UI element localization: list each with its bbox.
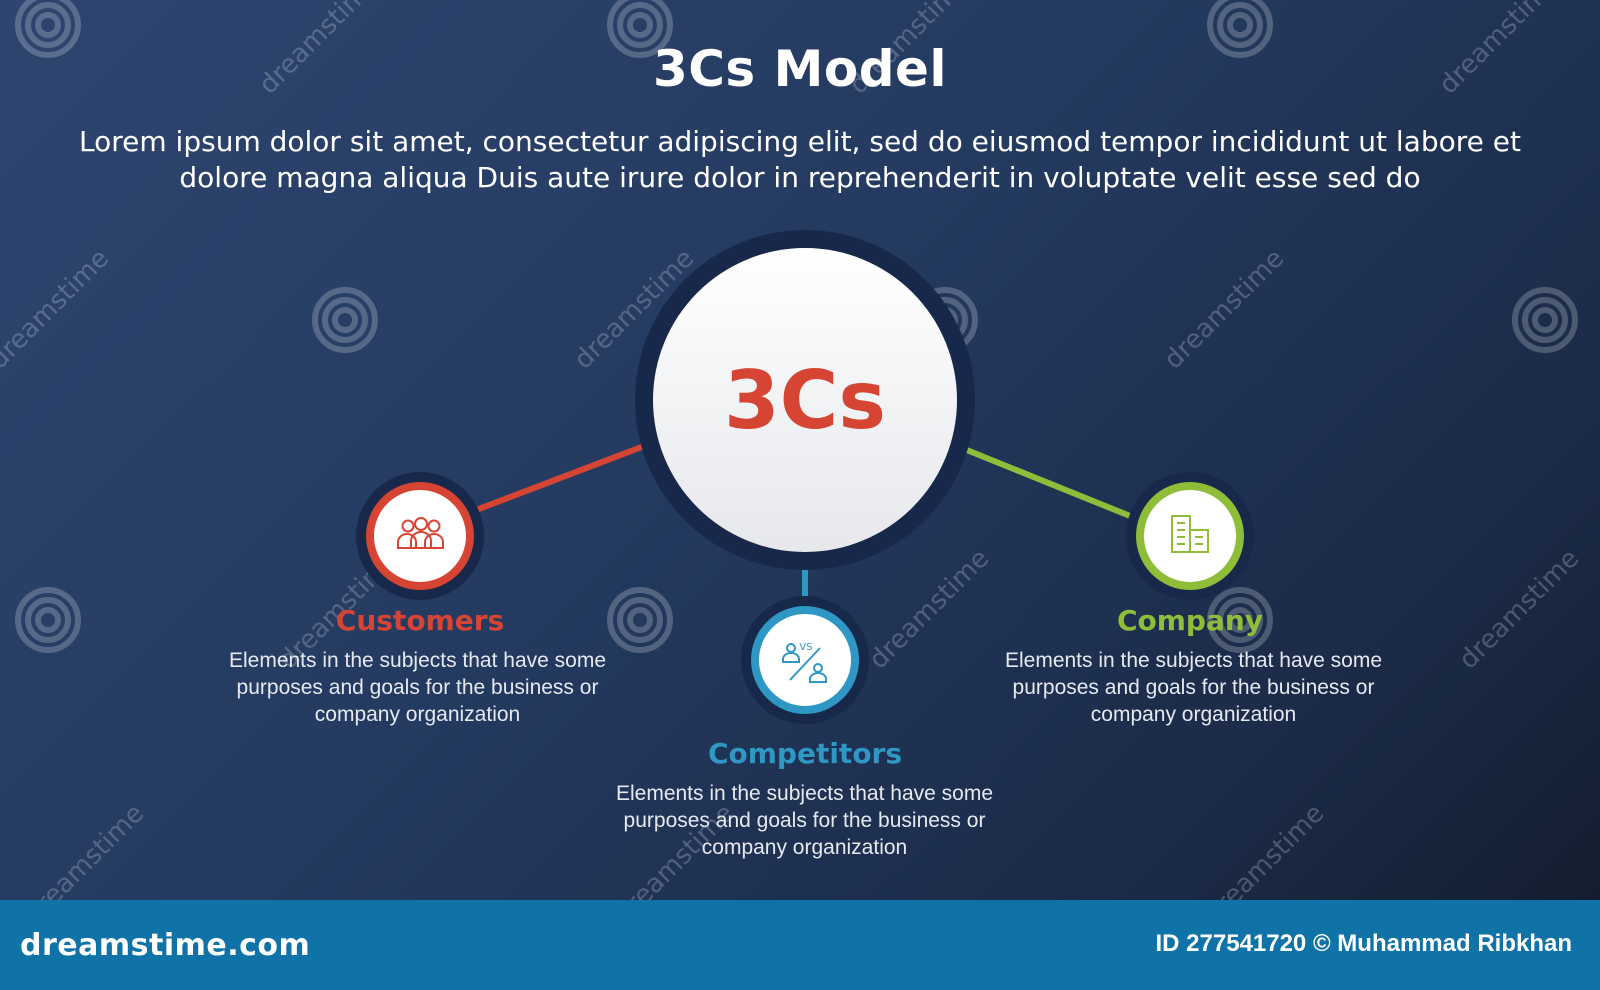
footer-credit: ID 277541720 © Muhammad Ribkhan	[1155, 930, 1572, 957]
footer-brand: dreamstime.com	[20, 928, 311, 963]
intro-description: Lorem ipsum dolor sit amet, consectetur …	[79, 125, 1521, 194]
connector-company	[940, 437, 1142, 523]
node-customers	[356, 472, 484, 600]
building-icon	[1171, 515, 1209, 553]
customers-text: Elements in the subjects that have some …	[228, 649, 607, 726]
hub-diagram: 3Cs VS	[356, 230, 1254, 724]
page-title: 3Cs Model	[652, 40, 948, 98]
competitors-title: Competitors	[707, 737, 903, 770]
company-text: Elements in the subjects that have some …	[1004, 649, 1383, 726]
customers-title: Customers	[335, 604, 505, 637]
competitors-text: Elements in the subjects that have some …	[615, 782, 994, 859]
node-competitors: VS	[741, 596, 869, 724]
people-group-icon	[397, 517, 444, 549]
hub-label: 3Cs	[724, 354, 886, 447]
versus-label: VS	[799, 642, 812, 653]
connector-customers	[461, 437, 662, 518]
node-company	[1126, 472, 1254, 600]
hub-circle	[653, 248, 957, 552]
versus-people-icon	[782, 643, 827, 683]
footer-bar: dreamstime.com ID 277541720 © Muhammad R…	[0, 900, 1600, 990]
company-title: Company	[1116, 604, 1264, 637]
